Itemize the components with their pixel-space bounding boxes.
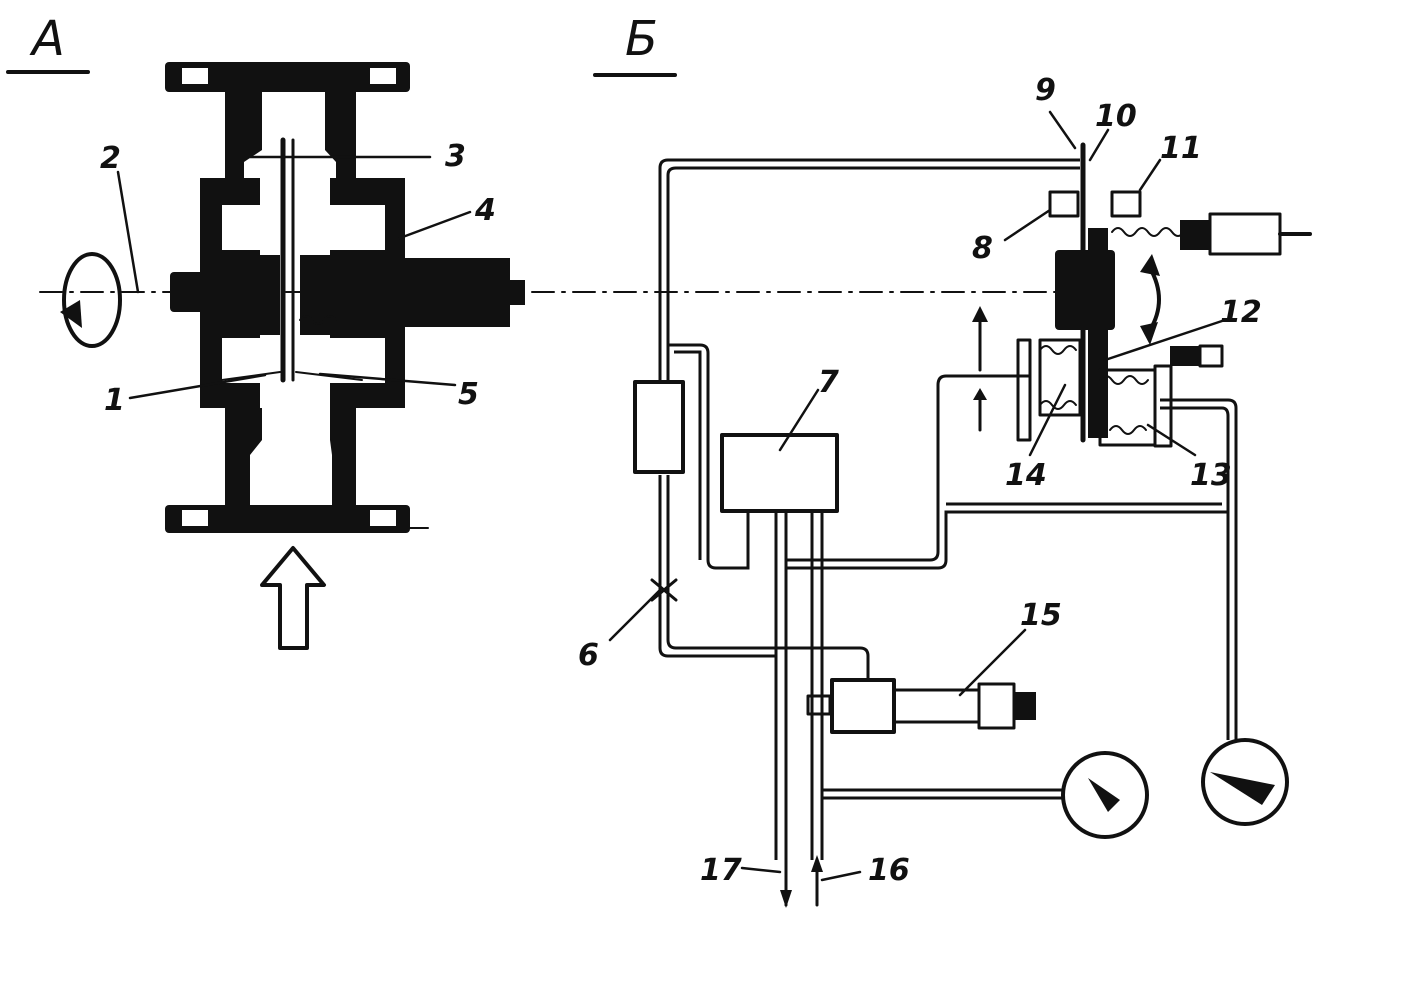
leaders-a bbox=[116, 155, 472, 400]
label-4: 4 bbox=[474, 193, 496, 228]
label-14: 14 bbox=[1005, 458, 1047, 493]
label-8: 8 bbox=[972, 231, 993, 266]
label-9: 9 bbox=[1035, 73, 1056, 108]
section-b-letter: Б bbox=[625, 11, 658, 67]
control-block-7 bbox=[720, 433, 839, 513]
flow-arrow-icon bbox=[780, 855, 823, 908]
label-1: 1 bbox=[104, 383, 125, 418]
label-3: 3 bbox=[445, 139, 466, 174]
actuator-mechanism bbox=[972, 142, 1312, 448]
pipework-b bbox=[658, 158, 1238, 860]
label-16: 16 bbox=[868, 853, 910, 888]
label-12: 12 bbox=[1220, 295, 1262, 330]
label-10: 10 bbox=[1095, 99, 1137, 134]
pressure-gauge-icon bbox=[1201, 738, 1289, 826]
section-b-title: Б bbox=[593, 11, 677, 77]
section-a-title: А bbox=[6, 11, 90, 74]
pressure-gauge-icon bbox=[1061, 751, 1149, 839]
label-13: 13 bbox=[1190, 458, 1232, 493]
label-17: 17 bbox=[700, 853, 742, 888]
label-6: 6 bbox=[578, 638, 599, 673]
solenoid-unit-15 bbox=[806, 678, 1036, 734]
rotation-arrow-icon bbox=[60, 252, 122, 348]
label-2: 2 bbox=[100, 141, 121, 176]
label-5: 5 bbox=[458, 377, 479, 412]
leaders-b bbox=[608, 110, 1227, 882]
section-a-letter: А bbox=[29, 11, 65, 67]
label-7: 7 bbox=[818, 365, 839, 400]
throttle-valve bbox=[650, 578, 678, 602]
valve-body-a bbox=[165, 62, 525, 533]
label-11: 11 bbox=[1160, 131, 1202, 166]
flow-arrow-icon bbox=[260, 546, 326, 650]
filter-element bbox=[633, 380, 685, 474]
label-15: 15 bbox=[1020, 598, 1062, 633]
